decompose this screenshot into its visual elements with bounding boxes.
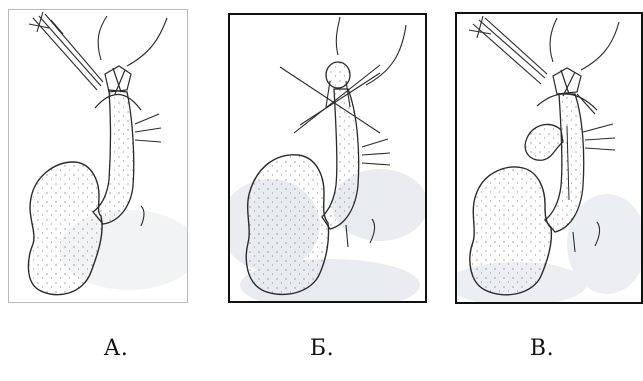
- panel-a-drawing: [9, 10, 188, 303]
- panel-c-label: В.: [512, 336, 572, 361]
- panel-c-drawing: [457, 14, 641, 302]
- protruding-sac: [326, 62, 350, 88]
- panel-b-label: Б.: [292, 336, 352, 361]
- panel-c-illustration: [455, 12, 643, 304]
- panel-b-drawing: [230, 15, 425, 301]
- gallbladder: [246, 155, 328, 295]
- panel-b-illustration: [228, 13, 427, 303]
- panel-a-label: А.: [86, 336, 146, 361]
- panel-a-illustration: [8, 9, 188, 303]
- gallbladder: [470, 167, 552, 295]
